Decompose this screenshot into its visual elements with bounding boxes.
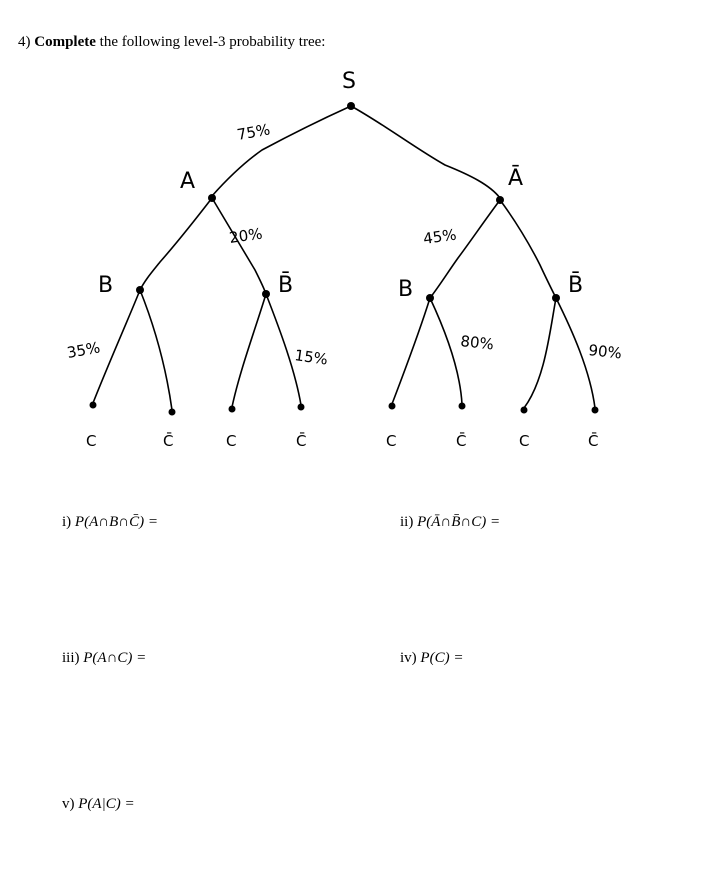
expression-ii: ii) P(Ā∩B̄∩C) =: [400, 514, 500, 531]
expression-v-text: P(A|C) =: [78, 796, 135, 812]
node-abarb-c: [388, 402, 396, 410]
branch-s-a: [211, 105, 352, 197]
node-abbar-cbar: [297, 403, 305, 411]
leaf-label-7: C: [519, 432, 529, 450]
expression-v: v) P(A|C) =: [62, 796, 135, 813]
branch-abarbbar-cbar: [555, 297, 596, 409]
leaf-label-5: C: [386, 432, 396, 450]
branch-abarb-cbar: [429, 297, 463, 405]
node-label-abar-bbar: B̄: [568, 272, 583, 298]
prob-abarb-cbar: 80%: [460, 332, 495, 353]
node-label-a: A: [180, 169, 195, 194]
prob-abarbbar-cbar: 90%: [588, 341, 623, 362]
node-ab-cbar: [168, 408, 176, 416]
expression-v-label: v): [62, 796, 75, 812]
branch-abar-bbar: [499, 199, 557, 299]
leaf-label-2: C̄: [163, 431, 173, 450]
expression-ii-label: ii): [400, 514, 414, 530]
expression-iv: iv) P(C) =: [400, 650, 463, 667]
branch-abarbbar-c: [523, 297, 557, 409]
question-number: 4): [18, 34, 31, 50]
node-abarb-cbar: [458, 402, 466, 410]
prob-s-a: 75%: [236, 120, 272, 144]
branch-ab-c: [92, 289, 141, 404]
node-ab-c: [89, 401, 97, 409]
expression-iv-text: P(C) =: [420, 650, 464, 666]
leaf-label-4: C̄: [296, 431, 306, 450]
branch-abbar-cbar: [265, 293, 302, 406]
expression-i-label: i): [62, 514, 72, 530]
expression-iv-label: iv): [400, 650, 417, 666]
branch-ab-cbar: [139, 289, 173, 411]
expression-i-text: P(A∩B∩C̄) =: [74, 514, 158, 530]
expression-iii: iii) P(A∩C) =: [62, 650, 146, 667]
node-label-a-b: B: [98, 273, 113, 298]
node-abbar-c: [228, 405, 236, 413]
prob-abbar-cbar: 15%: [293, 346, 329, 368]
branch-a-b: [139, 197, 213, 291]
node-abarbbar-c: [520, 406, 528, 414]
question-title: 4) Complete the following level-3 probab…: [18, 34, 325, 51]
node-label-a-bbar: B̄: [278, 272, 293, 298]
node-label-abar: Ā: [508, 166, 523, 191]
branch-s-abar: [350, 105, 501, 199]
leaf-label-3: C: [226, 432, 236, 450]
expression-ii-text: P(Ā∩B̄∩C) =: [417, 514, 501, 530]
node-abarbbar-cbar: [591, 406, 599, 414]
leaf-label-6: C̄: [456, 431, 466, 450]
branch-abbar-c: [231, 293, 267, 408]
prob-ab-c: 35%: [66, 338, 102, 362]
prob-a-bbar: 20%: [228, 224, 264, 246]
branch-abarb-c: [391, 297, 431, 405]
expression-i: i) P(A∩B∩C̄) =: [62, 514, 158, 531]
branch-abar-b: [429, 199, 501, 299]
node-label-root: S: [342, 69, 356, 94]
branch-a-bbar: [211, 197, 267, 295]
prob-abar: 45%: [422, 225, 458, 247]
question-bold: Complete: [34, 34, 96, 50]
leaf-label-8: C̄: [588, 431, 598, 450]
expression-iii-label: iii): [62, 650, 80, 666]
expression-iii-text: P(A∩C) =: [83, 650, 147, 666]
node-label-abar-b: B: [398, 277, 413, 302]
question-text: the following level-3 probability tree:: [99, 34, 326, 50]
leaf-label-1: C: [86, 432, 96, 450]
